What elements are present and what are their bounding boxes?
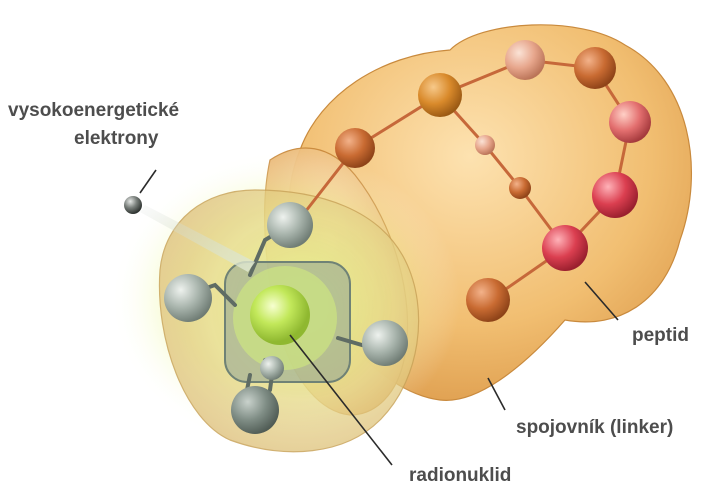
- label-electrons-line2: elektrony: [74, 127, 158, 151]
- ligand-sphere: [267, 202, 313, 248]
- peptide-bead: [418, 73, 462, 117]
- label-peptide: peptid: [632, 324, 689, 348]
- ligand-sphere: [260, 356, 284, 380]
- ligand-sphere: [164, 274, 212, 322]
- electron-particle-icon: [124, 196, 142, 214]
- peptide-bead-small: [509, 177, 531, 199]
- ligand-sphere: [231, 386, 279, 434]
- peptide-bead-small: [475, 135, 495, 155]
- peptide-bead: [542, 225, 588, 271]
- ligand-sphere: [362, 320, 408, 366]
- peptide-bead: [335, 128, 375, 168]
- label-electrons-line1: vysokoenergetické: [8, 99, 179, 123]
- label-radionuclide: radionuklid: [409, 464, 511, 488]
- peptide-bead: [505, 40, 545, 80]
- peptide-bead: [574, 47, 616, 89]
- peptide-bead: [466, 278, 510, 322]
- peptide-bead: [609, 101, 651, 143]
- peptide-bead: [592, 172, 638, 218]
- label-linker: spojovník (linker): [516, 416, 673, 440]
- radionuclide-core: [250, 285, 310, 345]
